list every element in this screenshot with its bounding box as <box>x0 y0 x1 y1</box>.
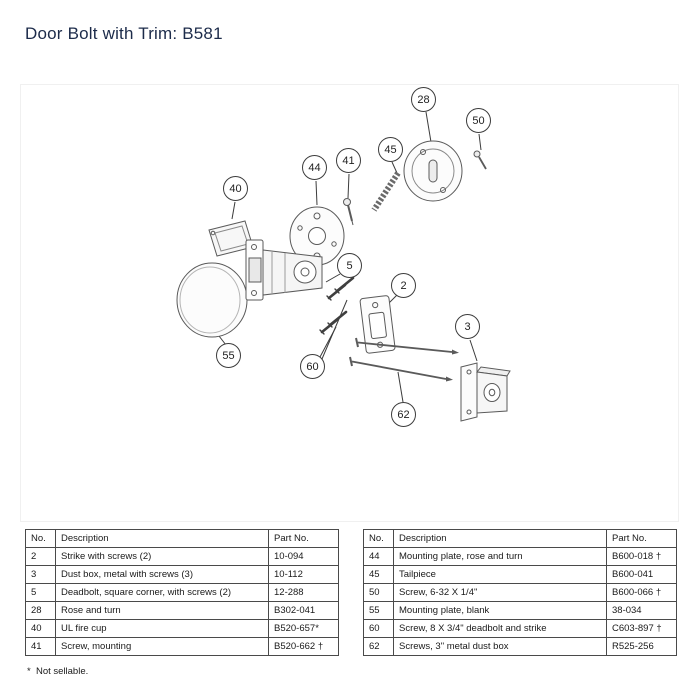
cell-no: 2 <box>25 547 56 566</box>
col-header-no: No. <box>363 529 394 548</box>
screw-50-drawing <box>473 150 487 170</box>
mounting-screw-drawing <box>343 198 354 226</box>
cell-part-no: B600-018 † <box>606 547 677 566</box>
col-header-part: Part No. <box>606 529 677 548</box>
callout-60: 60 <box>300 354 325 379</box>
callout-50: 50 <box>466 108 491 133</box>
cell-no: 5 <box>25 583 56 602</box>
table-header-row: No. Description Part No. <box>25 529 339 548</box>
table-row: 44 Mounting plate, rose and turn B600-01… <box>363 547 677 566</box>
table-row: 40 UL fire cup B520-657* <box>25 619 339 638</box>
callout-28: 28 <box>411 87 436 112</box>
cell-part-no: B600-066 † <box>606 583 677 602</box>
table-row: 45 Tailpiece B600-041 <box>363 565 677 584</box>
page-title: Door Bolt with Trim: B581 <box>25 24 223 43</box>
cell-no: 45 <box>363 565 394 584</box>
cell-description: Strike with screws (2) <box>55 547 269 566</box>
cell-description: Dust box, metal with screws (3) <box>55 565 269 584</box>
cell-description: Screw, 8 X 3/4" deadbolt and strike <box>393 619 607 638</box>
cell-no: 50 <box>363 583 394 602</box>
table-row: 62 Screws, 3" metal dust box R525-256 <box>363 637 677 656</box>
callout-5: 5 <box>337 253 362 278</box>
dust-box-drawing <box>460 362 511 422</box>
cell-description: Tailpiece <box>393 565 607 584</box>
table-row: 2 Strike with screws (2) 10-094 <box>25 547 339 566</box>
cell-description: Screws, 3" metal dust box <box>393 637 607 656</box>
callout-2: 2 <box>391 273 416 298</box>
cell-part-no: B302-041 <box>268 601 339 620</box>
col-header-part: Part No. <box>268 529 339 548</box>
table-row: 5 Deadbolt, square corner, with screws (… <box>25 583 339 602</box>
callout-41: 41 <box>336 148 361 173</box>
cell-part-no: C603-897 † <box>606 619 677 638</box>
strike-plate-drawing <box>359 295 396 354</box>
cell-no: 3 <box>25 565 56 584</box>
long-screws-drawing <box>349 337 459 382</box>
mounting-plate-rose-drawing <box>289 206 345 266</box>
cell-no: 40 <box>25 619 56 638</box>
parts-tables: No. Description Part No. 2 Strike with s… <box>25 529 677 656</box>
short-screws-drawing <box>319 276 355 335</box>
parts-table-left: No. Description Part No. 2 Strike with s… <box>25 529 339 656</box>
rose-and-turn-drawing <box>403 140 463 202</box>
cell-part-no: B520-657* <box>268 619 339 638</box>
callout-44: 44 <box>302 155 327 180</box>
col-header-desc: Description <box>393 529 607 548</box>
cell-part-no: B600-041 <box>606 565 677 584</box>
callout-40: 40 <box>223 176 248 201</box>
cell-part-no: 38-034 <box>606 601 677 620</box>
deadbolt-drawing <box>245 239 323 301</box>
table-row: 41 Screw, mounting B520-662 † <box>25 637 339 656</box>
blank-plate-drawing <box>176 262 248 338</box>
callout-55: 55 <box>216 343 241 368</box>
cell-part-no: 12-288 <box>268 583 339 602</box>
cell-description: Mounting plate, rose and turn <box>393 547 607 566</box>
cell-part-no: 10-094 <box>268 547 339 566</box>
callout-3: 3 <box>455 314 480 339</box>
col-header-desc: Description <box>55 529 269 548</box>
cell-description: UL fire cup <box>55 619 269 638</box>
cell-description: Mounting plate, blank <box>393 601 607 620</box>
cell-no: 62 <box>363 637 394 656</box>
cell-description: Rose and turn <box>55 601 269 620</box>
cell-description: Screw, 6-32 X 1/4" <box>393 583 607 602</box>
cell-no: 60 <box>363 619 394 638</box>
footnote: * Not sellable. <box>27 666 89 677</box>
table-row: 3 Dust box, metal with screws (3) 10-112 <box>25 565 339 584</box>
col-header-no: No. <box>25 529 56 548</box>
table-row: 50 Screw, 6-32 X 1/4" B600-066 † <box>363 583 677 602</box>
cell-part-no: B520-662 † <box>268 637 339 656</box>
table-row: 55 Mounting plate, blank 38-034 <box>363 601 677 620</box>
exploded-view-drawing <box>176 111 511 422</box>
callout-62: 62 <box>391 402 416 427</box>
table-row: 28 Rose and turn B302-041 <box>25 601 339 620</box>
parts-table-right: No. Description Part No. 44 Mounting pla… <box>363 529 677 656</box>
cell-part-no: 10-112 <box>268 565 339 584</box>
tailpiece-drawing <box>371 171 401 212</box>
cell-no: 55 <box>363 601 394 620</box>
table-row: 60 Screw, 8 X 3/4" deadbolt and strike C… <box>363 619 677 638</box>
cell-no: 41 <box>25 637 56 656</box>
leader-lines <box>218 111 482 403</box>
cell-part-no: R525-256 <box>606 637 677 656</box>
cell-no: 28 <box>25 601 56 620</box>
callout-45: 45 <box>378 137 403 162</box>
diagram-frame <box>20 84 679 522</box>
table-header-row: No. Description Part No. <box>363 529 677 548</box>
cell-description: Screw, mounting <box>55 637 269 656</box>
cell-description: Deadbolt, square corner, with screws (2) <box>55 583 269 602</box>
cell-no: 44 <box>363 547 394 566</box>
